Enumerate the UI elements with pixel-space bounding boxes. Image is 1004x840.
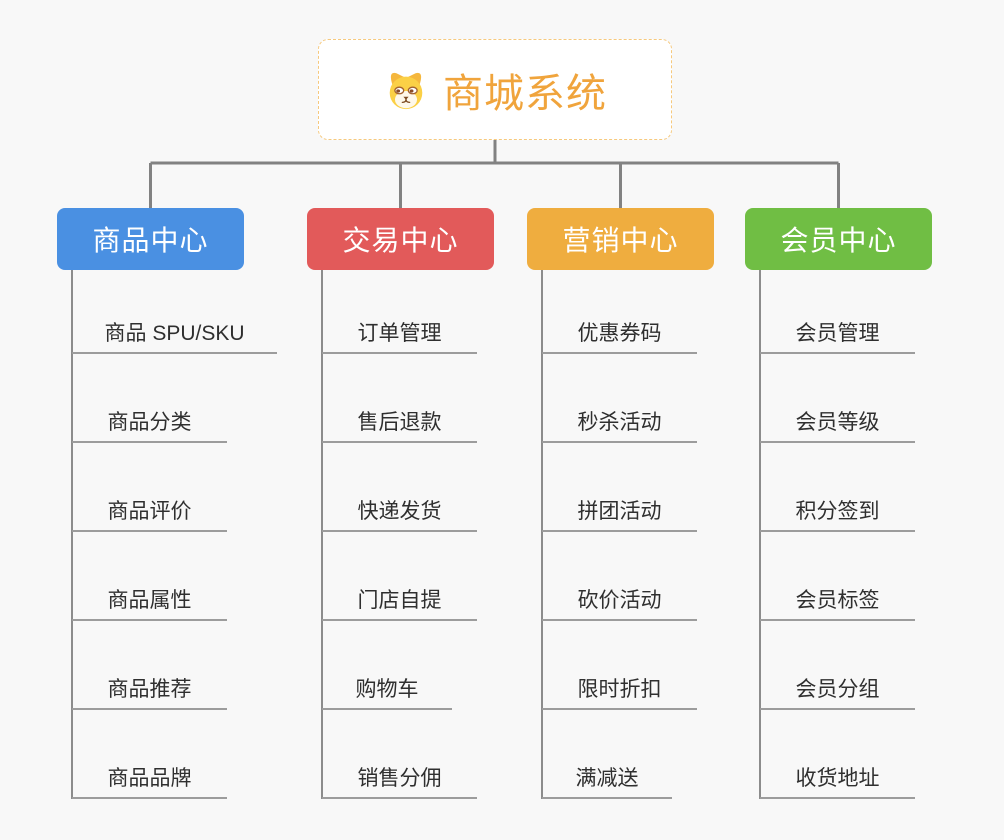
leaf-node[interactable]: 商品评价 (72, 492, 227, 532)
leaf-node[interactable]: 积分签到 (760, 492, 915, 532)
leaf-node[interactable]: 销售分佣 (322, 759, 477, 799)
branch-node-member-center[interactable]: 会员中心 (745, 208, 932, 270)
leaf-node[interactable]: 快递发货 (322, 492, 477, 532)
root-node[interactable]: 商城系统 (318, 39, 672, 140)
leaf-node[interactable]: 会员管理 (760, 314, 915, 354)
leaf-node[interactable]: 售后退款 (322, 403, 477, 443)
leaf-node[interactable]: 商品属性 (72, 581, 227, 621)
branch-node-label: 会员中心 (780, 219, 896, 259)
branch-node-label: 交易中心 (342, 219, 458, 259)
tree-connector (151, 140, 839, 208)
branch-node-product-center[interactable]: 商品中心 (57, 208, 244, 270)
leaf-node[interactable]: 会员分组 (760, 670, 915, 710)
leaf-node[interactable]: 满减送 (542, 759, 672, 799)
leaf-node[interactable]: 订单管理 (322, 314, 477, 354)
leaf-node[interactable]: 会员等级 (760, 403, 915, 443)
branch-node-trade-center[interactable]: 交易中心 (307, 208, 494, 270)
leaf-node[interactable]: 砍价活动 (542, 581, 697, 621)
leaf-node[interactable]: 商品 SPU/SKU (72, 314, 277, 354)
leaf-node[interactable]: 优惠券码 (542, 314, 697, 354)
leaf-node[interactable]: 商品推荐 (72, 670, 227, 710)
leaf-node[interactable]: 购物车 (322, 670, 452, 710)
leaf-node[interactable]: 收货地址 (760, 759, 915, 799)
branch-node-label: 商品中心 (92, 219, 208, 259)
leaf-node[interactable]: 门店自提 (322, 581, 477, 621)
dog-face-icon (383, 67, 429, 113)
leaf-node[interactable]: 拼团活动 (542, 492, 697, 532)
branch-node-marketing-center[interactable]: 营销中心 (527, 208, 714, 270)
branch-node-label: 营销中心 (562, 219, 678, 259)
leaf-node[interactable]: 商品品牌 (72, 759, 227, 799)
leaf-node[interactable]: 秒杀活动 (542, 403, 697, 443)
leaf-node[interactable]: 限时折扣 (542, 670, 697, 710)
leaf-node[interactable]: 会员标签 (760, 581, 915, 621)
leaf-node[interactable]: 商品分类 (72, 403, 227, 443)
root-node-label: 商城系统 (443, 61, 607, 119)
